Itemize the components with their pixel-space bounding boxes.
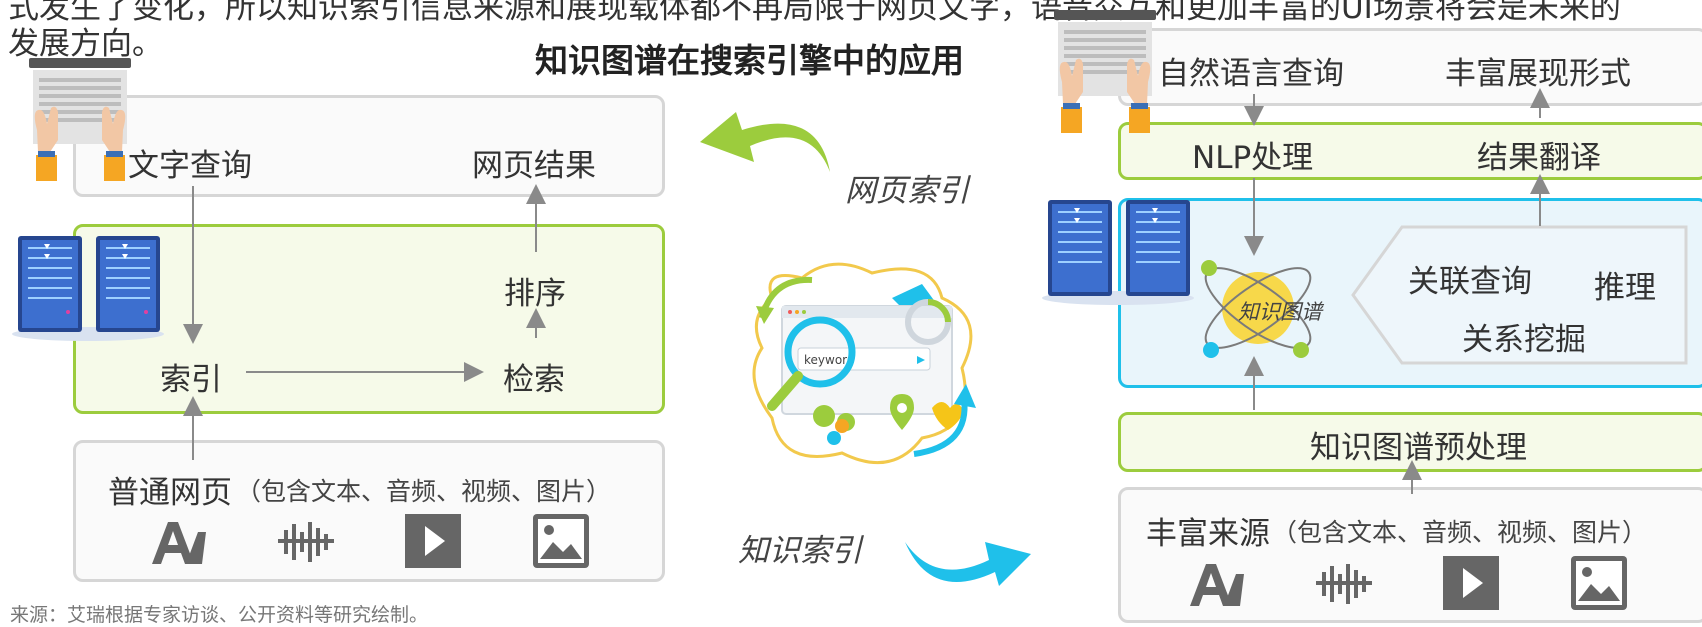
image-picture-icon-right <box>1571 556 1627 610</box>
reasoning-hexagon <box>1351 225 1688 365</box>
left-web-result-label: 网页结果 <box>472 148 596 184</box>
left-flow-arrows <box>183 184 546 460</box>
left-source-detail-label: （包含文本、音频、视频、图片） <box>236 477 612 506</box>
text-font-icon-right <box>1190 564 1244 606</box>
footer-source-note: 来源：艾瑞根据专家访谈、公开资料等研究绘制。 <box>10 604 429 626</box>
audio-wave-icon <box>278 522 334 562</box>
intro-line-2: 发展方向。 <box>8 26 163 62</box>
right-query-box <box>1118 28 1702 106</box>
reasoning-label: 推理 <box>1594 270 1656 306</box>
green-curved-arrow <box>700 112 830 172</box>
left-sort-label: 排序 <box>504 276 566 312</box>
right-source-main-label: 丰富来源 <box>1146 516 1270 552</box>
diagram-title: 知识图谱在搜索引擎中的应用 <box>535 41 964 80</box>
blue-curved-arrow <box>905 542 1031 586</box>
laptop-hands-icon-right <box>1054 10 1156 133</box>
knowledge-graph-label: 知识图谱 <box>1238 300 1322 324</box>
keyword-text: keyword <box>804 353 855 367</box>
server-icon <box>12 236 164 341</box>
server-icon-right <box>1042 200 1194 305</box>
intro-line-1: 式发生了变化，所以知识索引信息来源和展现载体都不再局限于网页文字，语音交互和更加… <box>8 0 1621 26</box>
audio-wave-icon-right <box>1316 564 1372 604</box>
relation-mining-label: 关系挖掘 <box>1462 322 1586 358</box>
right-result-translate-label: 结果翻译 <box>1477 140 1601 176</box>
text-font-icon <box>152 522 206 564</box>
left-text-query-label: 文字查询 <box>128 148 252 184</box>
knowledge-graph-atom-icon <box>1201 260 1312 358</box>
left-index-label: 索引 <box>160 362 222 398</box>
web-index-label: 网页索引 <box>845 173 969 209</box>
assoc-query-label: 关联查询 <box>1408 264 1532 300</box>
video-play-icon <box>405 514 461 568</box>
right-nlp-label: NLP处理 <box>1192 140 1314 176</box>
right-nl-query-label: 自然语言查询 <box>1158 56 1344 92</box>
right-source-detail-label: （包含文本、音频、视频、图片） <box>1272 518 1648 547</box>
right-rich-display-label: 丰富展现形式 <box>1445 56 1631 92</box>
image-picture-icon <box>533 514 589 568</box>
left-source-main-label: 普通网页 <box>108 475 232 511</box>
video-play-icon-right <box>1443 556 1499 610</box>
knowledge-index-label: 知识索引 <box>738 533 862 569</box>
left-retrieve-label: 检索 <box>503 362 565 398</box>
right-source-box <box>1118 487 1702 623</box>
laptop-hands-icon <box>29 58 131 181</box>
search-illustration: keyword <box>752 262 976 465</box>
right-nlp-box <box>1118 122 1702 180</box>
left-query-box <box>73 95 665 197</box>
